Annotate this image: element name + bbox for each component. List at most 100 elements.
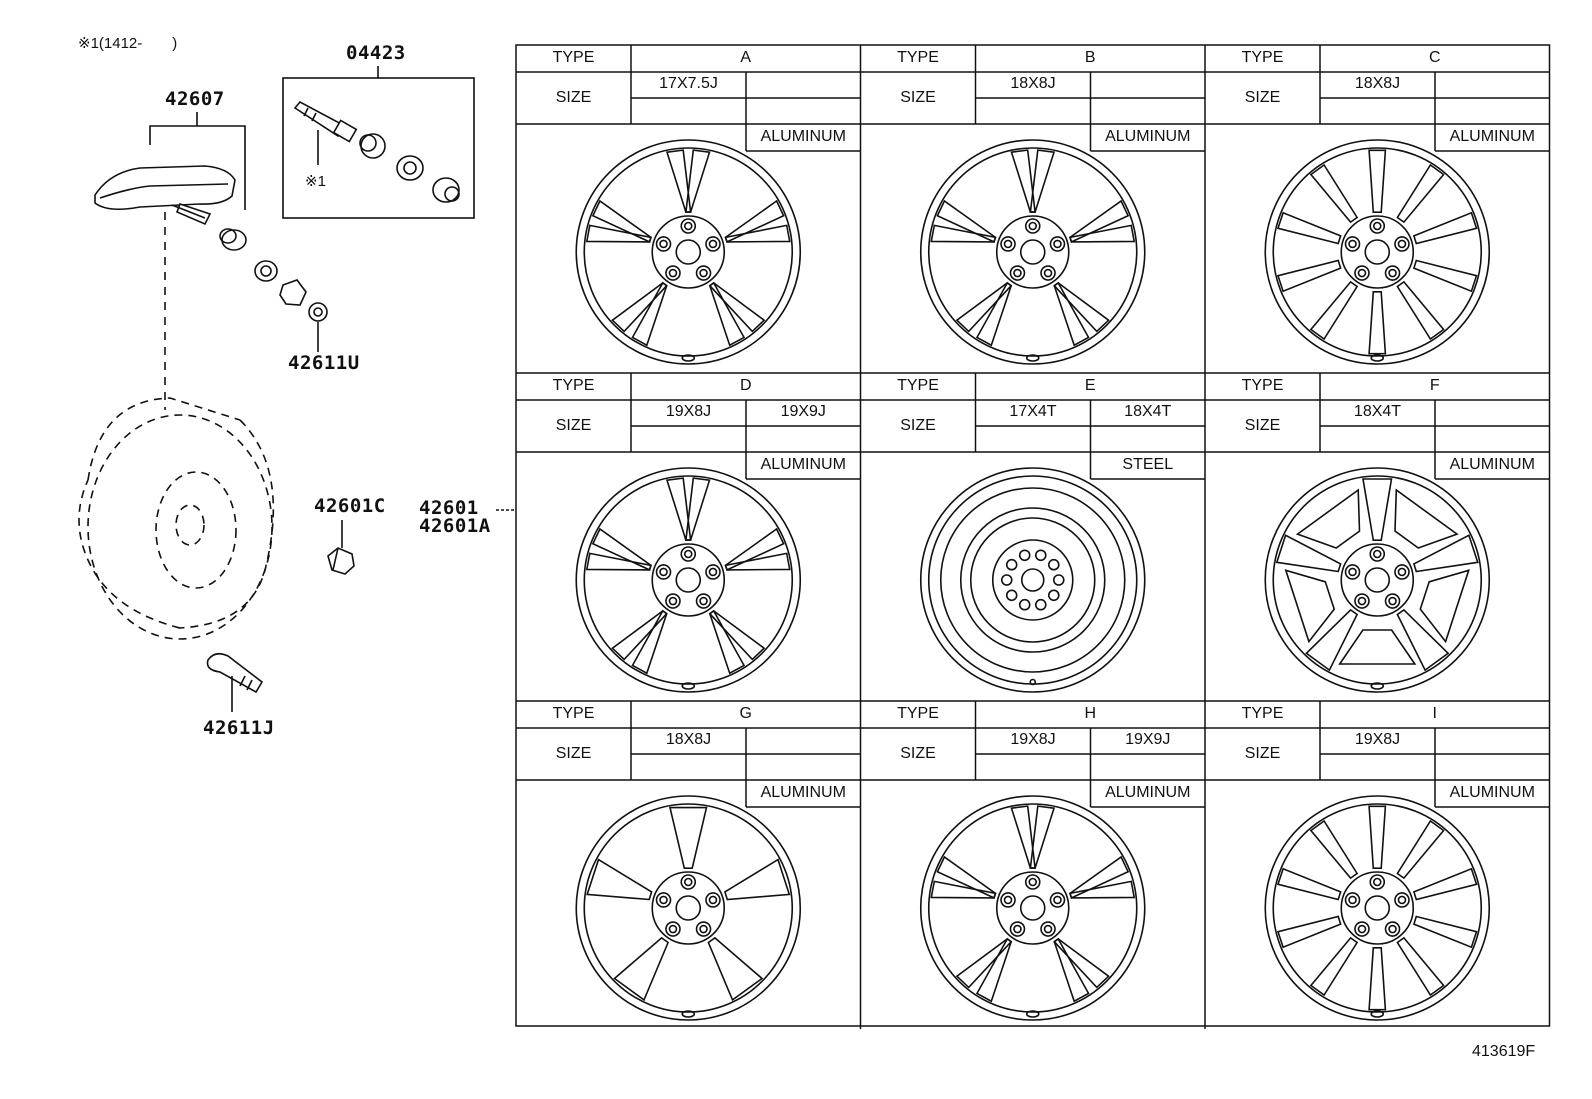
- lug-hole-inner: [1348, 567, 1357, 577]
- spoke: [684, 149, 711, 213]
- lug-hole-inner: [699, 268, 708, 278]
- wheel-drawing-f: [1264, 467, 1491, 693]
- spoke: [591, 527, 652, 572]
- hub-ring: [995, 215, 1070, 289]
- spoke: [1396, 936, 1445, 997]
- lug-hole: [1344, 236, 1361, 252]
- lug-hole-inner: [1357, 268, 1367, 278]
- spoke: [1053, 281, 1090, 347]
- part-number-valve-kit: 04423: [346, 42, 406, 64]
- lug-hole: [1369, 218, 1386, 234]
- wheel-drawing-i: [1264, 795, 1491, 1021]
- vent-hole: [1047, 589, 1060, 602]
- rim-outer: [1264, 467, 1491, 693]
- lug-hole-inner: [683, 549, 693, 559]
- type-value: A: [740, 49, 752, 66]
- lug-hole-inner: [708, 895, 718, 905]
- valve-hole: [681, 354, 696, 362]
- lug-hole: [1354, 593, 1370, 609]
- spoke: [668, 806, 708, 870]
- size-value: 17X7.5J: [659, 75, 718, 92]
- type-value: H: [1084, 705, 1097, 722]
- rim-inner: [927, 147, 1138, 357]
- vent-hole: [1000, 574, 1013, 586]
- spoke: [708, 609, 746, 675]
- spoke: [1029, 805, 1056, 869]
- material-label: ALUMINUM: [760, 456, 846, 473]
- size-value: 19X8J: [665, 403, 712, 420]
- valve-hole: [681, 1010, 696, 1018]
- lug-hole-inner: [1053, 239, 1062, 249]
- material-label: ALUMINUM: [1105, 128, 1191, 145]
- lug-hole: [655, 892, 672, 908]
- lug-hole: [1040, 265, 1056, 281]
- hub-ring: [651, 215, 726, 289]
- spoke: [1309, 163, 1359, 224]
- lug-hole-inner: [1003, 895, 1013, 905]
- valve-hole: [1025, 354, 1040, 362]
- part-number-nut: 42601C: [314, 495, 386, 517]
- part-number-cap: 42611U: [288, 352, 360, 374]
- spoke: [1412, 534, 1479, 573]
- spoke: [1068, 224, 1136, 243]
- lug-hole: [680, 546, 697, 562]
- lug-hole: [680, 218, 697, 234]
- material-label: ALUMINUM: [1449, 128, 1535, 145]
- wheel-drawing-c: [1264, 139, 1491, 365]
- lug-hole-inner: [1028, 221, 1038, 231]
- rim-inner: [583, 147, 794, 357]
- kit-washer-icon: [396, 155, 424, 181]
- steel-ring-0: [939, 487, 1126, 673]
- spoke: [684, 477, 711, 541]
- lug-hole-inner: [708, 239, 718, 249]
- size-value: 19X8J: [1354, 731, 1401, 748]
- size-label: SIZE: [555, 89, 592, 106]
- spoke: [1276, 259, 1342, 293]
- size-label: SIZE: [900, 745, 936, 762]
- rim-inner: [583, 475, 794, 685]
- spoke: [936, 855, 997, 900]
- lug-hole: [695, 265, 712, 281]
- lug-hole-inner: [1388, 924, 1397, 934]
- spoke: [1412, 259, 1478, 293]
- size-value-alt: 19X9J: [780, 403, 826, 420]
- cap-icon: [308, 302, 328, 322]
- spoke: [1412, 211, 1478, 245]
- hub-bore: [675, 239, 702, 265]
- spoke: [1362, 478, 1393, 542]
- wheel-drawing-b: [919, 139, 1146, 365]
- washer-icon: [254, 260, 278, 282]
- rim-inner: [1272, 475, 1483, 685]
- lug-hole: [1354, 265, 1370, 281]
- spoke: [936, 199, 997, 244]
- lug-hole-inner: [683, 221, 693, 231]
- valve-kit-note: ※1: [305, 173, 326, 190]
- range-note: ※1(1412- ): [78, 35, 178, 52]
- lug-hole: [1354, 921, 1370, 937]
- type-value: D: [739, 377, 752, 394]
- lug-hole-inner: [699, 924, 708, 934]
- vent-hole: [1052, 574, 1065, 586]
- type-label: TYPE: [1241, 49, 1284, 66]
- lug-hole-inner: [1372, 549, 1382, 559]
- vent-hole: [1005, 589, 1018, 602]
- part-number-sensor: 42607: [165, 88, 225, 110]
- lug-hole: [695, 921, 712, 937]
- spoke: [1368, 149, 1387, 213]
- spoke: [1275, 534, 1342, 573]
- valve-hole: [1025, 1010, 1040, 1018]
- size-value: 18X8J: [665, 731, 712, 748]
- size-value: 19X8J: [1010, 731, 1056, 748]
- wheel-drawing-g: [575, 795, 802, 1021]
- rim-outer: [919, 139, 1146, 365]
- hub-ring: [1340, 543, 1415, 617]
- rim-outer: [1264, 795, 1491, 1021]
- hub-ring: [1340, 215, 1415, 289]
- diagram-code: 413619F: [1472, 1043, 1536, 1060]
- material-label: ALUMINUM: [1105, 784, 1191, 801]
- lug-hole: [665, 921, 681, 937]
- hub-bore: [1019, 239, 1046, 265]
- valve-hole: [1029, 678, 1037, 686]
- lug-hole-inner: [1388, 268, 1397, 278]
- material-label: STEEL: [1122, 456, 1174, 473]
